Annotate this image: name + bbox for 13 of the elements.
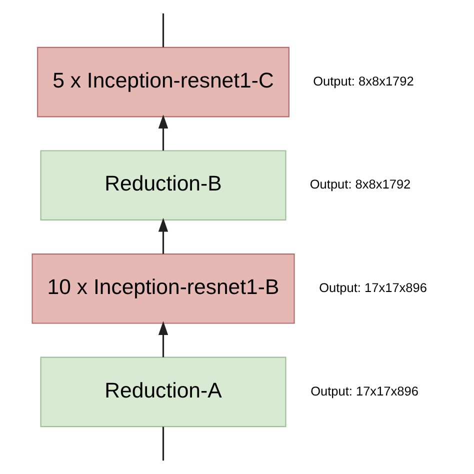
node-label: Output: 17x17x896 [319,280,427,295]
node-label: Output: 17x17x896 [310,383,418,398]
connector [162,426,164,461]
node-box: Reduction-A [40,356,286,428]
node-label: Output: 8x8x1792 [313,73,414,88]
node-box: Reduction-B [40,150,286,220]
connector [162,13,164,48]
arrow [158,218,168,254]
arrow [158,321,168,358]
node-box: 5 x Inception-resnet1-C [37,46,290,118]
arrow [158,114,168,151]
node-box: 10 x Inception-resnet1-B [32,254,295,324]
node-label: Output: 8x8x1792 [310,176,411,192]
